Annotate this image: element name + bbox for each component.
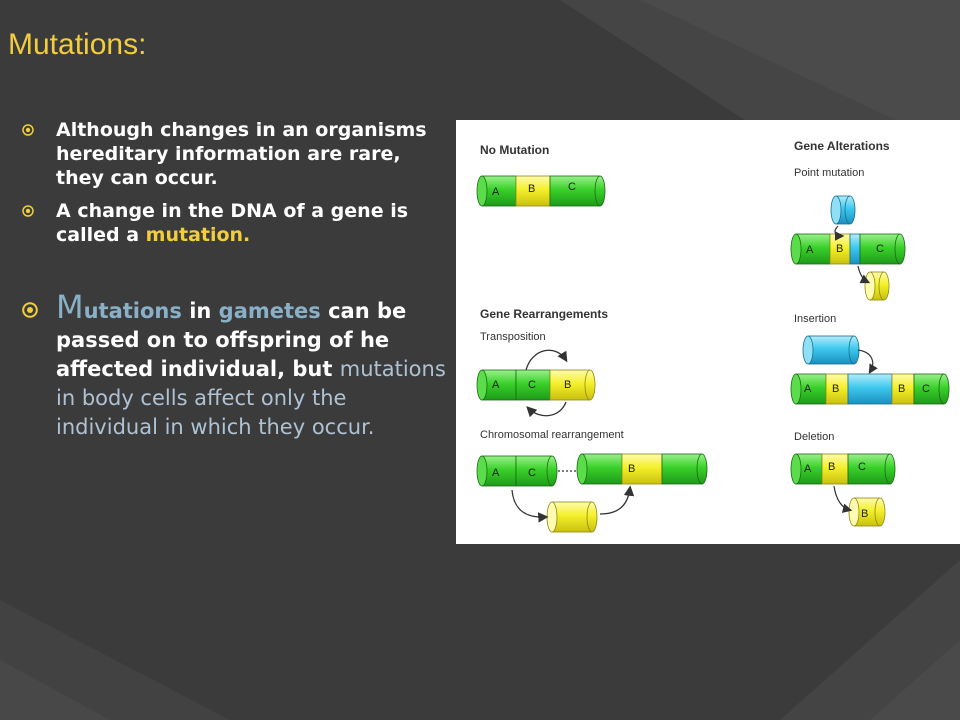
bullet-list: Although changes in an organisms heredit… — [22, 118, 447, 442]
bullet-item: Mutations in gametes can be passed on to… — [22, 291, 447, 442]
segment-label: C — [876, 243, 884, 255]
gene-transposition: A C B — [476, 369, 596, 401]
gene-no-mutation: A B C — [476, 175, 606, 207]
segment-label: A — [492, 186, 500, 198]
circle-bullet-icon — [22, 205, 34, 217]
gene-deletion: A B C B — [790, 453, 896, 527]
highlight-gametes: gametes — [218, 299, 321, 323]
segment-label: C — [528, 467, 536, 479]
label-transposition: Transposition — [480, 331, 546, 343]
segment-label: B — [528, 183, 535, 195]
label-gene-alterations: Gene Alterations — [794, 139, 890, 153]
segment-label: C — [528, 379, 536, 391]
segment-label: B — [628, 463, 635, 475]
gene-chromosomal-rearrangement: A C B — [476, 453, 708, 533]
segment-label: A — [492, 379, 500, 391]
gene-point-mutation: A B C — [790, 195, 906, 301]
drop-letter: M — [56, 288, 84, 326]
highlight-mutation: mutation. — [145, 224, 251, 246]
circle-bullet-icon — [22, 302, 38, 318]
label-no-mutation: No Mutation — [480, 143, 549, 157]
gene-insertion: A B B C — [790, 335, 950, 405]
bullet-item: A change in the DNA of a gene is called … — [22, 199, 447, 247]
bullet-item: Although changes in an organisms heredit… — [22, 118, 447, 190]
bullet-text: can be passed on to offspring of he affe… — [56, 299, 407, 381]
segment-label: B — [836, 243, 843, 255]
mutation-types-figure: No Mutation A B C Gene Rearrangements Tr… — [456, 120, 960, 544]
highlight-body-cells: mutations in body cells affect only the … — [56, 357, 446, 439]
bullet-text: A change in the DNA of a gene is called … — [56, 200, 409, 246]
segment-label: A — [804, 463, 812, 475]
segment-label: A — [804, 383, 812, 395]
segment-label: A — [492, 467, 500, 479]
segment-label: B — [898, 383, 905, 395]
highlight-mutations: utations — [83, 299, 182, 323]
segment-label: B — [832, 383, 839, 395]
slide-title: Mutations: — [8, 28, 147, 61]
segment-label: B — [828, 461, 835, 473]
bullet-text: Although changes in an organisms heredit… — [56, 119, 427, 189]
label-chromosomal-rearrangement: Chromosomal rearrangement — [480, 429, 624, 441]
segment-label: C — [568, 181, 576, 193]
segment-label: C — [858, 461, 866, 473]
label-point-mutation: Point mutation — [794, 167, 864, 179]
circle-bullet-icon — [22, 124, 34, 136]
bullet-text: in — [181, 299, 219, 323]
segment-label: C — [922, 383, 930, 395]
segment-label: B — [564, 379, 571, 391]
segment-label: A — [806, 244, 814, 256]
segment-label: B — [861, 508, 868, 520]
label-insertion: Insertion — [794, 313, 836, 325]
label-deletion: Deletion — [794, 431, 834, 443]
label-gene-rearrangements: Gene Rearrangements — [480, 307, 608, 321]
